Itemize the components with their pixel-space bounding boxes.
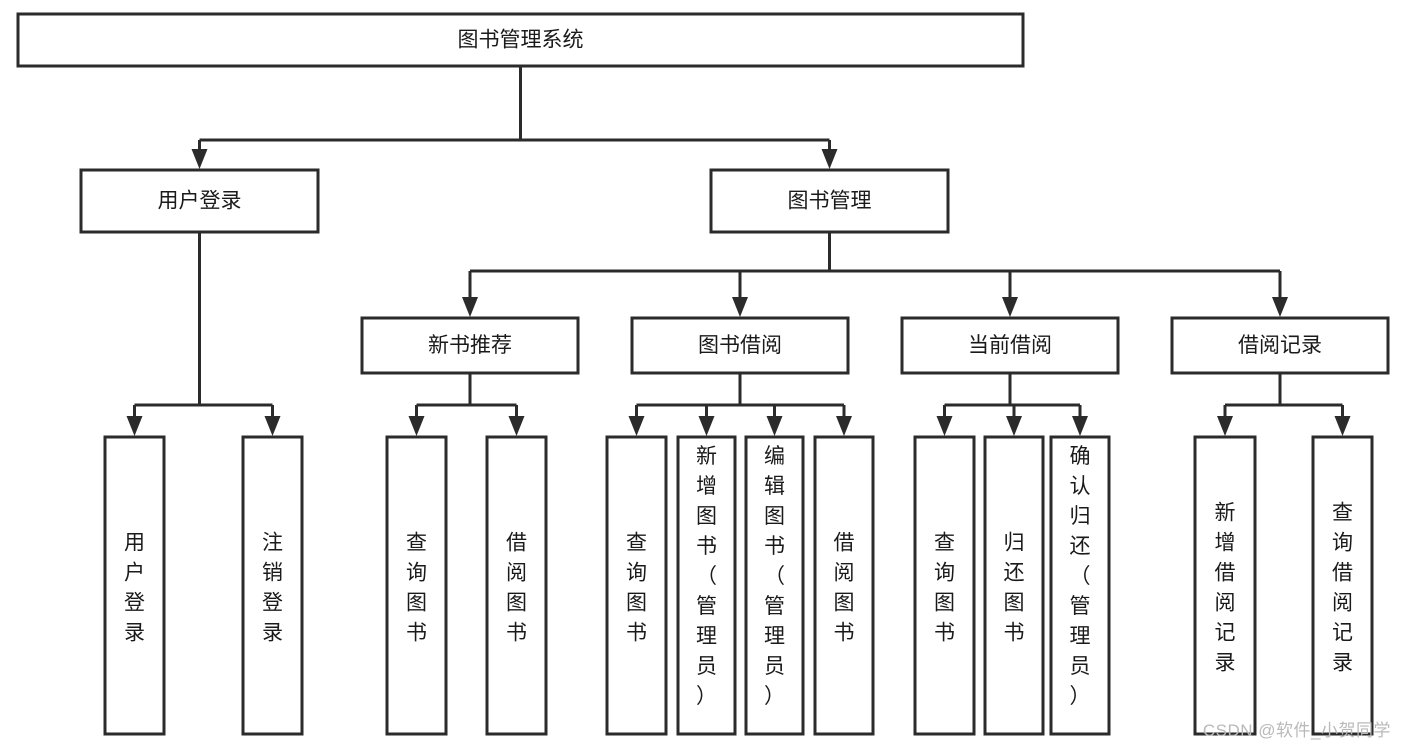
node-box [485, 435, 548, 736]
node-leaf-c-query[interactable]: 查询图书 [913, 435, 976, 736]
node-label: 新增借阅记录 [1215, 502, 1236, 675]
arrow-head-icon [264, 416, 281, 436]
node-label: 查询图书 [934, 532, 955, 645]
node-leaf-user-login[interactable]: 用户登录 [103, 435, 166, 736]
arrow-head-icon [508, 416, 525, 436]
node-box [1311, 435, 1374, 736]
arrow-head-icon [1072, 416, 1088, 436]
node-leaf-b-borrow[interactable]: 借阅图书 [813, 435, 875, 736]
node-box [1170, 316, 1390, 375]
node-box [103, 435, 166, 736]
node-box [1049, 435, 1111, 736]
node-box [630, 316, 850, 375]
node-box [676, 435, 737, 736]
node-box [385, 435, 448, 736]
watermark-text: CSDN @软件_小贺同学 [1202, 721, 1391, 740]
node-label: 图书管理 [788, 190, 872, 213]
node-label: 新书推荐 [428, 334, 512, 357]
nodes-layer: 图书管理系统用户登录图书管理新书推荐图书借阅当前借阅借阅记录用户登录注销登录查询… [16, 12, 1390, 736]
edge-group [628, 373, 852, 436]
node-label: 确认归还（管理员） [1070, 445, 1091, 708]
edge-group [408, 373, 525, 436]
node-label: 查询图书 [626, 532, 647, 645]
node-l2-book[interactable]: 图书管理 [709, 168, 950, 234]
arrow-head-icon [836, 416, 852, 436]
node-box [913, 435, 976, 736]
arrow-head-icon [126, 416, 143, 436]
node-root[interactable]: 图书管理系统 [16, 12, 1025, 68]
node-box [813, 435, 875, 736]
arrow-head-icon [732, 297, 748, 317]
edge-group [462, 232, 1288, 317]
node-box [16, 12, 1025, 68]
arrow-head-icon [936, 416, 953, 436]
node-box [241, 435, 304, 736]
node-label: 当前借阅 [968, 334, 1052, 357]
edge-group [1217, 373, 1351, 436]
node-box [744, 435, 805, 736]
node-l3-borrow[interactable]: 图书借阅 [630, 316, 850, 375]
node-label: 新增图书（管理员） [696, 445, 717, 708]
node-l3-new[interactable]: 新书推荐 [360, 316, 580, 375]
node-leaf-c-return[interactable]: 归还图书 [983, 435, 1045, 736]
node-label: 注销登录 [262, 532, 283, 645]
node-box [360, 316, 580, 375]
node-leaf-c-confirm[interactable]: 确认归还（管理员） [1049, 435, 1111, 736]
node-label: 用户登录 [124, 532, 145, 645]
edge-group [936, 373, 1088, 436]
arrow-head-icon [766, 416, 783, 436]
node-label: 图书借阅 [698, 334, 782, 357]
node-box [1193, 435, 1257, 736]
arrow-head-icon [1334, 416, 1351, 436]
node-label: 编辑图书（管理员） [764, 445, 785, 708]
node-leaf-new-borrow[interactable]: 借阅图书 [485, 435, 548, 736]
node-label: 图书管理系统 [458, 29, 584, 52]
node-l2-user[interactable]: 用户登录 [79, 168, 320, 234]
node-l3-current[interactable]: 当前借阅 [900, 316, 1120, 375]
node-leaf-r-query[interactable]: 查询借阅记录 [1311, 435, 1374, 736]
node-label: 借阅图书 [834, 532, 855, 645]
arrow-head-icon [462, 297, 478, 317]
node-leaf-user-logout[interactable]: 注销登录 [241, 435, 304, 736]
arrow-head-icon [698, 416, 715, 436]
arrow-head-icon [1006, 416, 1022, 436]
arrow-head-icon [1217, 416, 1233, 436]
arrow-head-icon [628, 416, 645, 436]
node-box [983, 435, 1045, 736]
node-label: 用户登录 [158, 190, 242, 213]
arrow-head-icon [821, 149, 838, 169]
connectors-layer [126, 66, 1351, 436]
edge-group [191, 66, 838, 169]
node-l3-record[interactable]: 借阅记录 [1170, 316, 1390, 375]
node-leaf-new-query[interactable]: 查询图书 [385, 435, 448, 736]
arrow-head-icon [1272, 297, 1288, 317]
node-leaf-b-query[interactable]: 查询图书 [605, 435, 668, 736]
node-label: 查询借阅记录 [1332, 502, 1353, 675]
arrow-head-icon [1002, 297, 1018, 317]
node-leaf-b-edit[interactable]: 编辑图书（管理员） [744, 435, 805, 736]
node-box [79, 168, 320, 234]
node-box [900, 316, 1120, 375]
arrow-head-icon [191, 149, 208, 169]
node-label: 借阅图书 [506, 532, 527, 645]
node-label: 查询图书 [406, 532, 427, 645]
edge-group [126, 232, 281, 436]
node-leaf-b-add[interactable]: 新增图书（管理员） [676, 435, 737, 736]
node-box [605, 435, 668, 736]
node-label: 借阅记录 [1238, 334, 1322, 357]
arrow-head-icon [408, 416, 425, 436]
node-box [709, 168, 950, 234]
node-label: 归还图书 [1004, 532, 1025, 645]
node-leaf-r-add[interactable]: 新增借阅记录 [1193, 435, 1257, 736]
